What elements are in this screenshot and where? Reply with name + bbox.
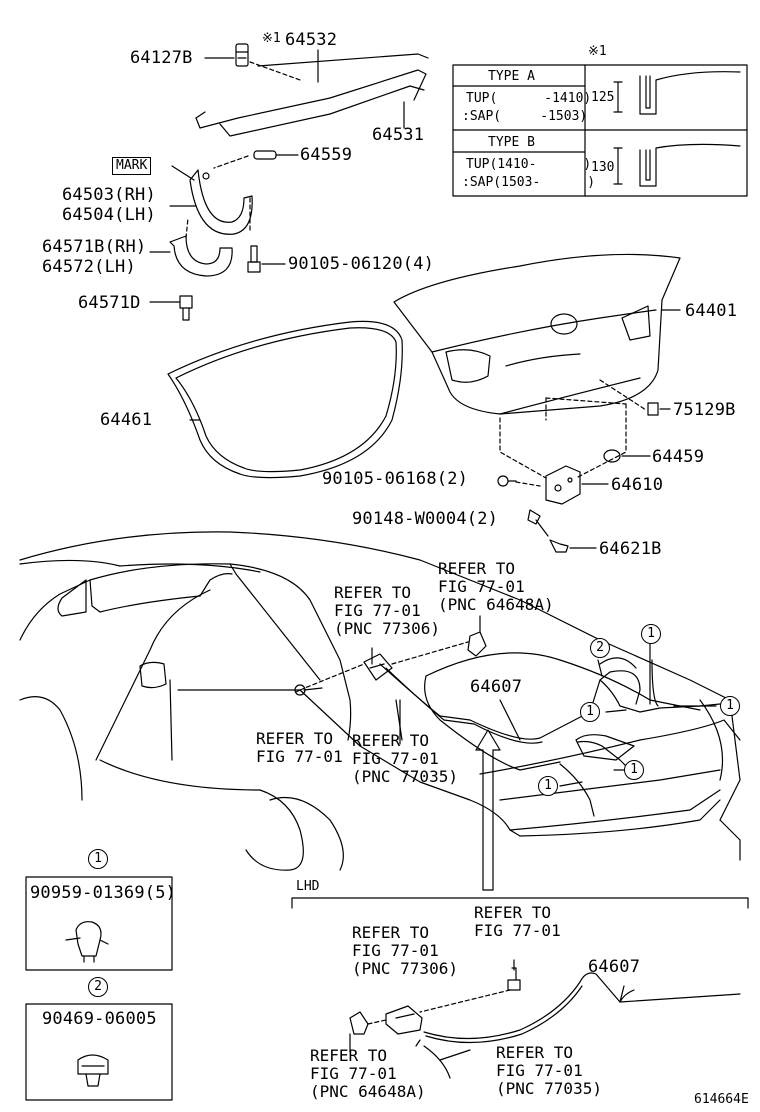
type-a-row1: TUP( -1410) <box>466 91 592 106</box>
diagram-id: 614664E <box>694 1092 749 1107</box>
clip-64571D <box>179 295 193 321</box>
callout-1: 1 <box>624 760 644 780</box>
label-64532: 64532 <box>285 30 338 50</box>
trunk-lid-64401 <box>393 253 681 415</box>
legend-box-1 <box>25 876 173 971</box>
hinge-64503 <box>189 169 253 235</box>
type-table-note: ※1 <box>588 44 607 59</box>
hinge-64571B <box>169 235 233 277</box>
label-90105-06120: 90105-06120(4) <box>288 254 435 274</box>
type-b-dim: 130 <box>591 160 615 175</box>
label-64504: 64504(LH) <box>62 205 156 225</box>
stopper-64459 <box>603 449 621 463</box>
callout-1: 1 <box>538 776 558 796</box>
label-75129B: 75129B <box>673 400 736 420</box>
legend-box-2 <box>25 1003 173 1101</box>
bolt-90105-06120 <box>247 245 261 273</box>
clip-75129B <box>647 402 659 416</box>
clip-90469-06005 <box>77 1054 109 1087</box>
legend-2-part: 90469-06005 <box>42 1009 157 1029</box>
type-a-row2: :SAP( -1503) <box>462 109 588 124</box>
ref-77035-car: REFER TO FIG 77-01 (PNC 77035) <box>352 731 458 786</box>
ref-77306-lhd: REFER TO FIG 77-01 (PNC 77306) <box>352 923 458 978</box>
mark-box: MARK <box>112 157 152 175</box>
bolt-90105-06168 <box>497 475 517 487</box>
label-64503: 64503(RH) <box>62 185 156 205</box>
harness-64607-car <box>295 657 721 817</box>
type-b-row2: :SAP(1503- ) <box>462 175 596 190</box>
connector-77306-car <box>363 653 393 681</box>
label-64607-lhd: 64607 <box>588 957 641 977</box>
label-64127B: 64127B <box>130 48 193 68</box>
ref-7701-car: REFER TO FIG 77-01 <box>256 729 343 766</box>
type-a-title: TYPE A <box>488 69 535 84</box>
label-note-64532: ※1 <box>262 31 281 46</box>
clip-90959-01369 <box>65 921 109 963</box>
label-64571B: 64571B(RH) <box>42 237 147 257</box>
ref-64648A-car: REFER TO FIG 77-01 (PNC 64648A) <box>438 559 554 614</box>
label-64610: 64610 <box>611 475 664 495</box>
legend-1-part: 90959-01369(5) <box>30 883 177 903</box>
callout-1: 1 <box>580 702 600 722</box>
label-90148-W0004: 90148-W0004(2) <box>352 509 499 529</box>
label-64572: 64572(LH) <box>42 257 136 277</box>
ref-77035-lhd: REFER TO FIG 77-01 (PNC 77035) <box>496 1043 602 1098</box>
bolt-lhd <box>507 967 521 991</box>
label-64531: 64531 <box>372 125 425 145</box>
label-64459: 64459 <box>652 447 705 467</box>
clip-64127B <box>235 43 249 67</box>
lhd-bracket <box>291 897 749 909</box>
label-64559: 64559 <box>300 145 353 165</box>
legend-1-number: 1 <box>88 849 108 869</box>
bracket-64621B <box>549 539 569 553</box>
torsion-rod-64531 <box>219 85 425 137</box>
label-64607-car: 64607 <box>470 677 523 697</box>
label-64571D: 64571D <box>78 293 141 313</box>
lock-64610 <box>545 465 581 505</box>
label-64621B: 64621B <box>599 539 662 559</box>
label-64401: 64401 <box>685 301 738 321</box>
connector-64648A-car <box>467 631 487 657</box>
callout-1: 1 <box>641 624 661 644</box>
type-b-title: TYPE B <box>488 135 535 150</box>
type-b-row1: TUP(1410- ) <box>466 157 592 172</box>
connector-77306-lhd <box>385 1005 423 1035</box>
label-64461: 64461 <box>100 410 153 430</box>
torsion-rod-64532 <box>195 53 429 129</box>
car-body <box>19 531 741 871</box>
pin-64559 <box>253 150 277 160</box>
ref-77306-car: REFER TO FIG 77-01 (PNC 77306) <box>334 583 440 638</box>
label-lhd: LHD <box>296 879 320 894</box>
label-90105-06168: 90105-06168(2) <box>322 469 469 489</box>
ref-7701-lhd: REFER TO FIG 77-01 <box>474 903 561 940</box>
callout-1: 1 <box>720 696 740 716</box>
ref-64648A-lhd: REFER TO FIG 77-01 (PNC 64648A) <box>310 1046 426 1101</box>
big-arrow <box>475 729 501 891</box>
screw-90148-W0004 <box>527 509 549 537</box>
callout-2: 2 <box>590 638 610 658</box>
type-table <box>452 64 748 197</box>
clip-64648A-lhd <box>349 1011 369 1035</box>
type-a-dim: 125 <box>591 90 615 105</box>
weatherstrip-64461 <box>167 320 403 479</box>
legend-2-number: 2 <box>88 977 108 997</box>
